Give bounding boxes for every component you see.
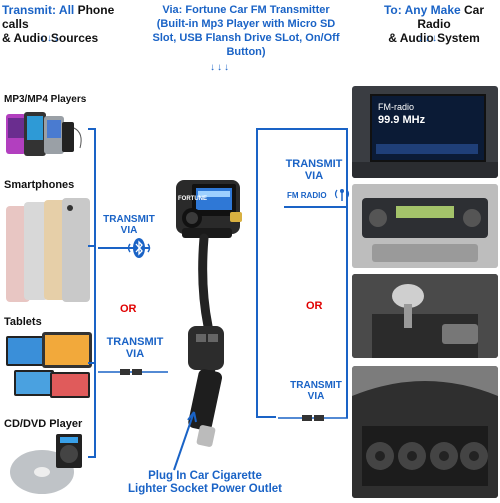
aux-cable-right [278,410,348,421]
label-tablets: Tablets [4,316,42,328]
right-bracket-line [346,128,348,418]
label-cd: CD/DVD Player [4,418,83,430]
or-left: OR [120,303,137,315]
bluetooth-icon [126,236,152,260]
transmit-out-aux-line2: VIA [307,391,325,402]
transmit-out-aux-label: TRANSMIT VIA [282,380,350,402]
radio-station: FM-radio [378,102,415,112]
header-mid-line3: Slot, USB Flansh Drive SLot, On/Off Butt… [152,32,340,58]
left-bracket-tick-2 [88,245,96,247]
cd-player-image [6,432,86,498]
aux-cable-left [98,364,168,375]
fm-transmitter-device [158,166,258,456]
gear-console-image [352,274,498,358]
header-mid-line2: (Built-in Mp3 Player with Micro SD [156,18,336,30]
bluetooth-arrow [98,247,150,249]
tablets-image [4,330,96,400]
footer-line2: Lighter Socket Power Outlet [128,483,282,495]
transmit-fm-label: TRANSMIT VIA [284,158,344,182]
label-mp3: MP3/MP4 Players [4,94,87,105]
header-mid-line1: Via: Fortune Car FM Transmitter [162,4,330,16]
left-bracket-tick-4 [88,456,96,458]
radio-screen: FM-radio 99.9 MHz [370,94,486,162]
transmit-bt-line2: VIA [120,225,138,236]
header-mid-arrows: ↓↓↓ [210,62,231,73]
radio-freq: 99.9 MHz [378,114,426,126]
right-top-hline [256,128,346,130]
car-stereo-image [352,184,498,268]
transmit-aux-label: TRANSMIT VIA [100,336,170,360]
footer-line1: Plug In Car Cigarette [148,470,262,482]
car-radio-screen-image: FM-radio 99.9 MHz [352,86,498,178]
device-brand: FORTUNE [178,196,207,202]
radio-presets [376,144,478,154]
left-bracket-tick-1 [88,128,96,130]
right-bottom-hline [256,416,276,418]
radio-vent-left [352,162,498,178]
transmit-aux-line1: TRANSMIT [106,336,164,348]
header-right: To: Any Make Car Radio & Audio System [372,3,496,45]
header-left-line2: & Audio Sources [2,31,99,45]
header-left-prefix: Transmit: All [2,3,75,17]
transmit-bt-label: TRANSMIT VIA [98,214,160,236]
footer-arrow [173,411,197,471]
header-left: Transmit: All Phone calls & Audio Source… [2,3,122,45]
device-to-right-line [256,128,258,418]
transmit-fm-line1: TRANSMIT [285,158,343,170]
footer: Plug In Car Cigarette Lighter Socket Pow… [110,470,300,496]
header-right-prefix: To: Any Make [383,3,461,17]
label-smartphones: Smartphones [4,179,75,191]
transmit-out-aux-line1: TRANSMIT [290,380,342,391]
header-mid: Via: Fortune Car FM Transmitter (Built-i… [136,3,356,59]
header-left-rest: Phone calls [2,3,115,31]
mp3-players-image [4,108,88,164]
car-trunk-audio-image [352,366,498,498]
or-right: OR [306,300,323,312]
header-left-arrows: ↓↓↓ [40,33,61,44]
header-right-line2: & Audio System [388,31,480,45]
transmit-aux-line2: VIA [125,348,145,360]
header-right-arrows: ↓↓↓ [418,33,439,44]
transmit-bt-line1: TRANSMIT [103,214,155,225]
fm-arrow [284,206,346,208]
transmit-fm-line2: VIA [304,170,324,182]
fm-radio-label: FM RADIO [287,191,327,200]
left-bracket-line [94,128,96,458]
header-right-rest: Car Radio [417,3,485,31]
smartphones-image [4,196,94,306]
left-bracket-tick-3 [88,362,96,364]
